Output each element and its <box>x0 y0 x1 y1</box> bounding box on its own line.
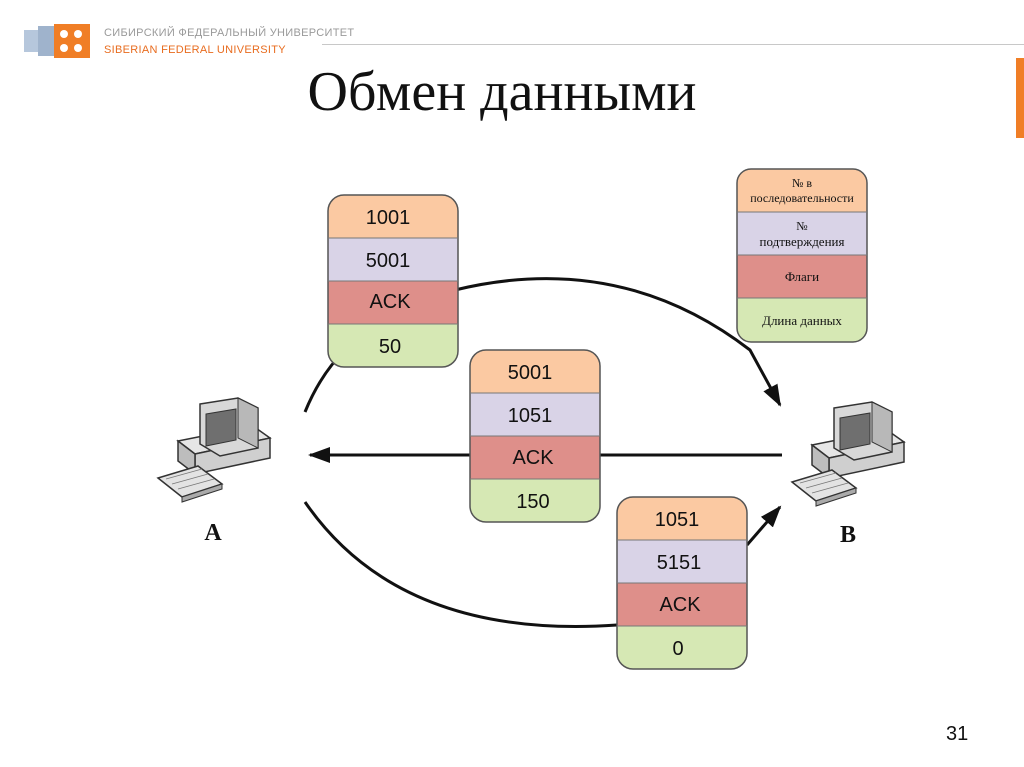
segment-1-length: 50 <box>379 336 401 358</box>
page-number: 31 <box>946 723 969 745</box>
segment-3-seq: 1051 <box>655 509 700 531</box>
legend-seq-line1: № в <box>792 176 812 190</box>
legend-seq-line2: последовательности <box>750 191 854 205</box>
segment-1-flags: ACK <box>369 291 411 313</box>
segment-2-seq: 5001 <box>508 362 553 384</box>
header-divider <box>322 44 1024 45</box>
computer-a-icon <box>156 397 272 503</box>
segment-2: 5001 1051 ACK 150 <box>469 349 601 523</box>
segment-3-ack-number: 5151 <box>657 552 702 574</box>
segment-2-flags: ACK <box>512 447 554 469</box>
segment-1: 1001 5001 ACK 50 <box>327 194 459 368</box>
host-b-label: B <box>840 522 856 548</box>
segment-2-length: 150 <box>516 491 549 513</box>
segment-2-ack-number: 1051 <box>508 405 553 427</box>
accent-bar <box>1016 58 1024 138</box>
segment-3-flags: ACK <box>659 594 701 616</box>
segment-3-length: 0 <box>672 638 683 660</box>
segment-1-seq: 1001 <box>366 207 411 229</box>
university-name-en: SIBERIAN FEDERAL UNIVERSITY <box>104 44 286 56</box>
computer-b-icon <box>790 401 906 507</box>
segment-legend: № в последовательности № подтверждения Ф… <box>736 168 868 343</box>
host-a-label: A <box>204 520 222 546</box>
legend-ack-line2: подтверждения <box>760 234 845 249</box>
arrow-a-to-b-bottom <box>303 501 618 628</box>
university-name-ru: СИБИРСКИЙ ФЕДЕРАЛЬНЫЙ УНИВЕРСИТЕТ <box>104 27 355 39</box>
segment-3: 1051 5151 ACK 0 <box>616 496 748 670</box>
university-logo <box>24 24 90 58</box>
legend-length: Длина данных <box>762 313 842 328</box>
slide-title: Обмен данными <box>307 61 697 123</box>
segment-1-ack-number: 5001 <box>366 250 411 272</box>
legend-ack-line1: № <box>796 219 807 233</box>
arrow-a-to-b-bottom-tip <box>745 505 782 546</box>
legend-flags: Флаги <box>785 269 819 284</box>
